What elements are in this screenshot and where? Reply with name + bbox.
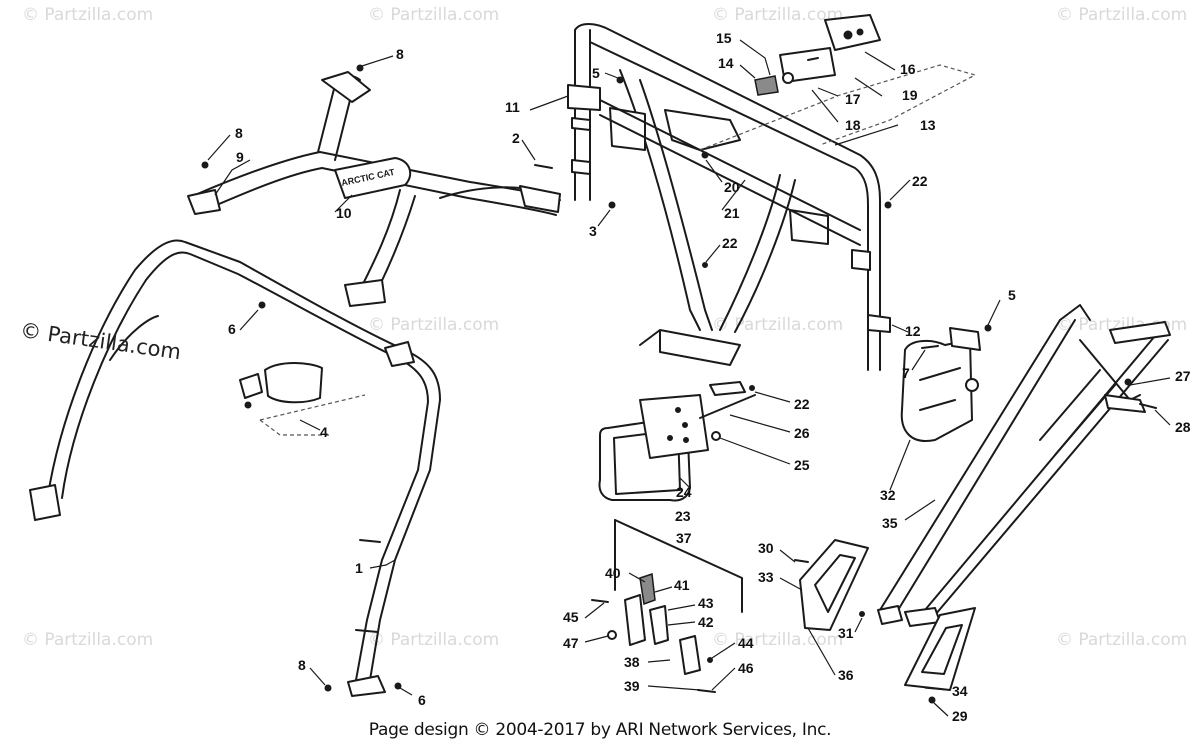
- leader-lines: [207, 39, 1171, 717]
- callout-11: 11: [505, 99, 520, 115]
- part-9-upper-crossbar[interactable]: [187, 71, 561, 307]
- callout-5a: 5: [592, 65, 600, 81]
- callout-34: 34: [952, 683, 968, 699]
- part-1-front-roll-bar[interactable]: [29, 239, 441, 697]
- callout-18: 18: [845, 117, 861, 133]
- watermark: © Partzilla.com: [1056, 5, 1187, 25]
- part-33-side-plate[interactable]: [799, 539, 869, 631]
- callout-16: 16: [900, 61, 916, 77]
- callout-45: 45: [563, 609, 579, 625]
- callout-8a: 8: [396, 46, 404, 62]
- callout-8b: 8: [235, 125, 243, 141]
- callout-13: 13: [920, 117, 936, 133]
- callout-31: 31: [838, 625, 854, 641]
- callout-23: 23: [675, 508, 691, 524]
- callout-3: 3: [589, 223, 597, 239]
- callout-6a: 6: [228, 321, 236, 337]
- callout-28: 28: [1175, 419, 1191, 435]
- watermark: © Partzilla.com: [368, 5, 499, 25]
- watermark-grid: © Partzilla.com © Partzilla.com © Partzi…: [22, 5, 1187, 650]
- callout-30: 30: [758, 540, 774, 556]
- callout-7: 7: [902, 365, 910, 381]
- callout-15: 15: [716, 30, 732, 46]
- callout-5b: 5: [1008, 287, 1016, 303]
- watermark: © Partzilla.com: [712, 5, 843, 25]
- watermark: © Partzilla.com: [368, 315, 499, 335]
- callout-1: 1: [355, 560, 363, 576]
- hardware-fasteners: [201, 64, 1157, 704]
- callout-47: 47: [563, 635, 579, 651]
- callout-19: 19: [902, 87, 918, 103]
- callout-20: 20: [724, 179, 740, 195]
- callout-25: 25: [794, 457, 810, 473]
- callout-24: 24: [676, 484, 692, 500]
- page-credit: Page design © 2004-2017 by ARI Network S…: [368, 720, 832, 740]
- callout-40: 40: [605, 565, 621, 581]
- callout-46: 46: [738, 660, 754, 676]
- callout-32: 32: [880, 487, 896, 503]
- callout-27: 27: [1175, 368, 1191, 384]
- part-24-bracket[interactable]: [639, 381, 756, 459]
- callout-36: 36: [838, 667, 854, 683]
- callout-43: 43: [698, 595, 714, 611]
- callout-9: 9: [236, 149, 244, 165]
- watermark: © Partzilla.com: [1056, 630, 1187, 650]
- part-4-mirror[interactable]: [239, 362, 366, 436]
- callout-39: 39: [624, 678, 640, 694]
- callout-2: 2: [512, 130, 520, 146]
- part-21-rear-cage[interactable]: [574, 23, 881, 371]
- callout-12: 12: [905, 323, 921, 339]
- callout-8c: 8: [298, 657, 306, 673]
- callout-10: 10: [336, 205, 352, 221]
- watermark: © Partzilla.com: [22, 630, 153, 650]
- part-20-reflector[interactable]: [701, 151, 709, 159]
- callout-38: 38: [624, 654, 640, 670]
- callout-33: 33: [758, 569, 774, 585]
- part-12-clamp[interactable]: [851, 249, 891, 333]
- part-10-grab-bar[interactable]: ARCTIC CAT: [334, 157, 412, 199]
- callout-4: 4: [320, 424, 328, 440]
- callout-42: 42: [698, 614, 714, 630]
- callout-37: 37: [676, 530, 692, 546]
- callout-35: 35: [882, 515, 898, 531]
- callout-22b: 22: [722, 235, 738, 251]
- callout-29: 29: [952, 708, 968, 724]
- callout-6b: 6: [418, 692, 426, 708]
- callout-22a: 22: [912, 173, 928, 189]
- callout-17: 17: [845, 91, 861, 107]
- part-16-light-housing[interactable]: [699, 14, 977, 151]
- watermark: © Partzilla.com: [22, 5, 153, 25]
- callout-44: 44: [738, 635, 754, 651]
- part-11-clamp[interactable]: [567, 84, 601, 175]
- watermark: © Partzilla.com: [368, 630, 499, 650]
- part-32-bracket[interactable]: [900, 327, 981, 442]
- watermark: © Partzilla.com: [712, 315, 843, 335]
- callout-14: 14: [718, 55, 734, 71]
- part-37-latch-assembly[interactable]: [591, 519, 743, 693]
- callout-labels: 1 2 3 4 5 5 6 6 7 8 8 8 9 10 11 12 13 14…: [228, 30, 1191, 724]
- part-35-rear-frame[interactable]: [877, 304, 1171, 627]
- callout-26: 26: [794, 425, 810, 441]
- callout-22c: 22: [794, 396, 810, 412]
- watermark: © Partzilla.com: [712, 630, 843, 650]
- callout-41: 41: [674, 577, 690, 593]
- callout-21: 21: [724, 205, 740, 221]
